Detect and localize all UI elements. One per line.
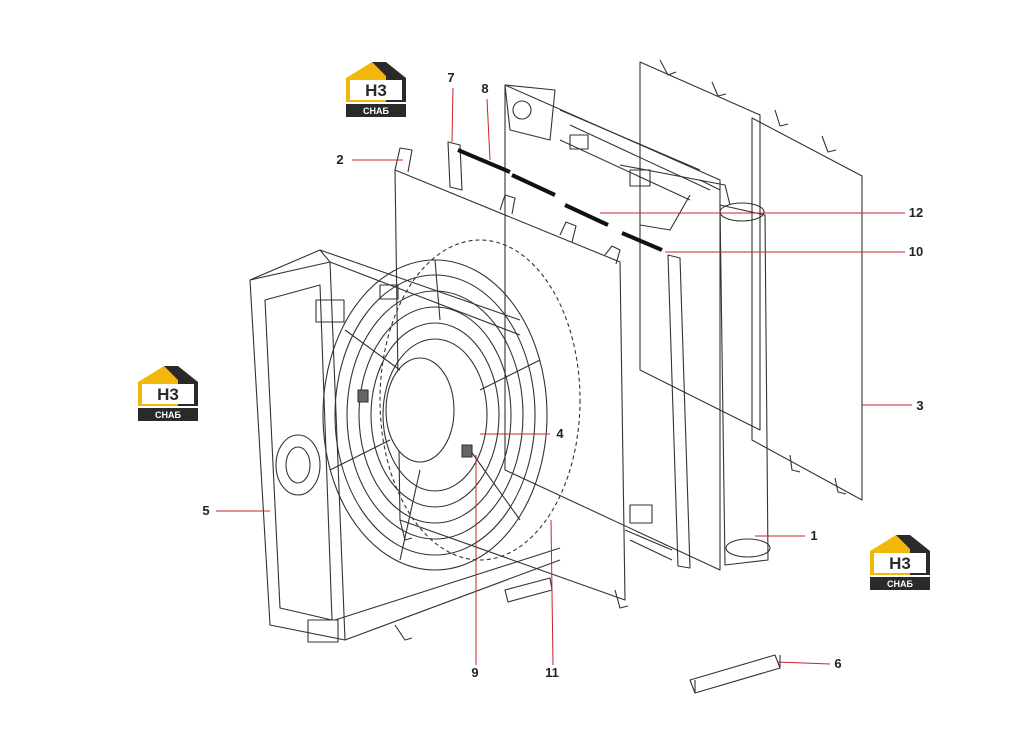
logo-subtext: CHAБ bbox=[887, 579, 913, 589]
logo-subtext: CHAБ bbox=[363, 106, 389, 116]
logo-mark: H3 bbox=[365, 81, 387, 100]
logo-mark: H3 bbox=[889, 554, 911, 573]
logo-mark: H3 bbox=[157, 385, 179, 404]
callout-label-8: 8 bbox=[481, 81, 488, 96]
logo-group: H3 CHAБ H3 CHAБ H3 CHAБ bbox=[138, 62, 930, 590]
logo-subtext: CHAБ bbox=[155, 410, 181, 420]
side-plate bbox=[447, 141, 691, 569]
leader-line-7 bbox=[451, 87, 454, 143]
callout-label-3: 3 bbox=[916, 398, 923, 413]
brand-logo: H3 CHAБ bbox=[870, 535, 930, 590]
callout-label-7: 7 bbox=[447, 70, 454, 85]
callout-label-10: 10 bbox=[909, 244, 923, 259]
fan-guard bbox=[322, 259, 548, 571]
brand-logo: H3 CHAБ bbox=[138, 366, 198, 421]
callout-label-2: 2 bbox=[336, 152, 343, 167]
callout-label-5: 5 bbox=[202, 503, 209, 518]
brand-logo: H3 CHAБ bbox=[346, 62, 406, 117]
rear-panel bbox=[639, 59, 863, 501]
radiator bbox=[504, 84, 771, 571]
leader-line-8 bbox=[486, 98, 491, 161]
frame bbox=[249, 249, 561, 643]
callout-label-6: 6 bbox=[834, 656, 841, 671]
leader-line-11 bbox=[550, 519, 554, 666]
callout-label-11: 11 bbox=[545, 665, 559, 680]
leader-line-6 bbox=[776, 661, 831, 665]
callout-label-4: 4 bbox=[556, 426, 564, 441]
callout-label-9: 9 bbox=[471, 665, 478, 680]
callout-label-1: 1 bbox=[810, 528, 817, 543]
hatched-strips bbox=[457, 148, 663, 252]
callout-label-12: 12 bbox=[909, 205, 923, 220]
